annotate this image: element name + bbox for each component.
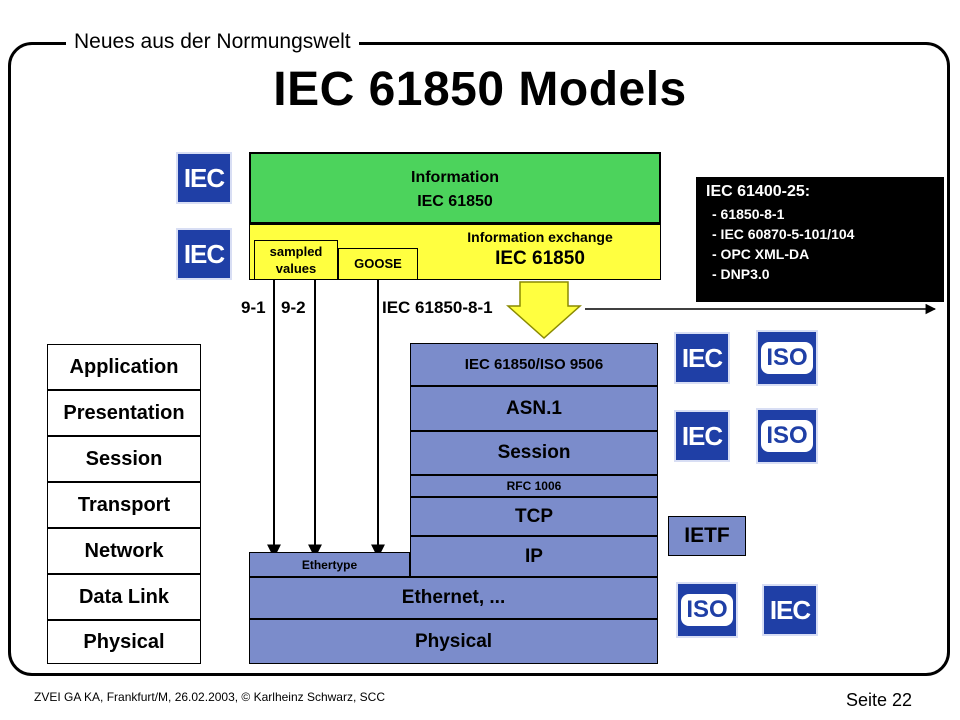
osi-layer-data-link: Data Link [47, 574, 201, 620]
callout-title: IEC 61400-25: [706, 183, 811, 200]
iec-61400-25-box: IEC 61400-25: - 61850-8-1 - IEC 60870-5-… [696, 177, 944, 302]
mapping-down-arrow [506, 281, 582, 340]
stack-rfc-1006: RFC 1006 [410, 475, 658, 497]
iec-logo: IEC [674, 410, 730, 462]
stack-tcp: TCP [410, 497, 658, 536]
stack-ethernet: Ethernet, ... [249, 577, 658, 619]
osi-layer-transport: Transport [47, 482, 201, 528]
goose-box: GOOSE [338, 248, 418, 280]
ietf-label: IETF [668, 516, 746, 556]
information-box: Information IEC 61850 [249, 152, 661, 224]
footer-copyright: ZVEI GA KA, Frankfurt/M, 26.02.2003, © K… [34, 690, 385, 704]
stack-iec-iso-9506: IEC 61850/ISO 9506 [410, 343, 658, 386]
page-title: IEC 61850 Models [273, 63, 687, 116]
callout-item: - DNP3.0 [712, 266, 770, 282]
osi-layer-network: Network [47, 528, 201, 574]
sampled-values-box: sampled values [254, 240, 338, 280]
osi-layer-application: Application [47, 344, 201, 390]
information-exchange-standard: IEC 61850 [495, 248, 585, 269]
information-exchange-title: Information exchange [467, 229, 613, 245]
osi-layer-physical: Physical [47, 620, 201, 664]
information-standard: IEC 61850 [417, 193, 493, 210]
iec-logo: IEC [176, 152, 232, 204]
osi-layer-session: Session [47, 436, 201, 482]
stack-ethertype: Ethertype [249, 552, 410, 577]
header-title: Neues aus der Normungswelt [66, 30, 359, 54]
label-9-1: 9-1 [241, 298, 266, 317]
stack-ip: IP [410, 536, 658, 577]
label-9-2: 9-2 [281, 298, 306, 317]
stack-asn1: ASN.1 [410, 386, 658, 431]
iec-logo: IEC [176, 228, 232, 280]
osi-layer-presentation: Presentation [47, 390, 201, 436]
iec-logo: IEC [762, 584, 818, 636]
callout-item: - 61850-8-1 [712, 206, 785, 222]
page-number: Seite 22 [846, 690, 913, 710]
label-8-1: IEC 61850-8-1 [382, 298, 493, 317]
iso-logo: ISO [756, 408, 818, 464]
iso-logo: ISO [676, 582, 738, 638]
stack-physical: Physical [249, 619, 658, 664]
iso-logo: ISO [756, 330, 818, 386]
callout-item: - IEC 60870-5-101/104 [712, 226, 855, 242]
slide-frame [8, 42, 950, 676]
iec-logo: IEC [674, 332, 730, 384]
information-title: Information [411, 169, 499, 186]
callout-item: - OPC XML-DA [712, 246, 810, 262]
stack-session: Session [410, 431, 658, 475]
